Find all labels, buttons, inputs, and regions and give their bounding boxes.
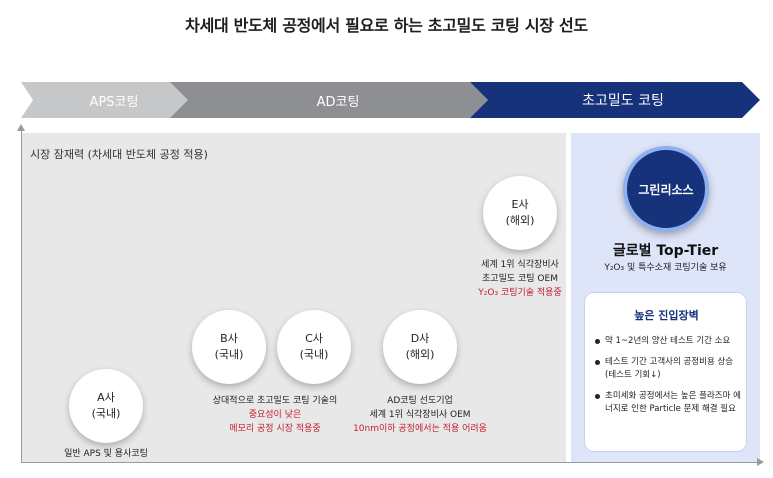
- company-a-caption: 일반 APS 및 용사코팅: [64, 449, 148, 459]
- market-potential-label: 시장 잠재력 (차세대 반도체 공정 적용): [30, 148, 208, 161]
- global-top-tier-subtext: Y₂O₃ 및 특수소재 코팅기술 보유: [604, 263, 727, 273]
- company-c-circle: C사 (국내): [277, 310, 351, 384]
- entry-barrier-title: 높은 진입장벽: [634, 309, 699, 322]
- company-c-name: C사: [305, 332, 323, 345]
- greenresource-circle: 그린리소스: [623, 146, 709, 232]
- company-d-caption: AD코팅 선도기업 세계 1위 식각장비사 OEM 10nm이하 공정에서는 적…: [340, 394, 500, 436]
- company-e-caption-line2: 초고밀도 코팅 OEM: [482, 274, 558, 284]
- company-d-name: D사: [410, 332, 430, 345]
- company-e-caption-line3: Y₂O₃ 코팅기술 적용중: [478, 288, 562, 298]
- company-b-name: B사: [220, 332, 238, 345]
- company-c-region: (국내): [299, 348, 329, 361]
- y-axis: [21, 128, 22, 462]
- company-d-caption-line1: AD코팅 선도기업: [387, 396, 453, 406]
- company-a-circle: A사 (국내): [69, 369, 143, 443]
- stage-ultra-label: 초고밀도 코팅: [582, 93, 664, 109]
- greenresource-name: 그린리소스: [638, 182, 694, 197]
- company-d-caption-line2: 세계 1위 식각장비사 OEM: [369, 410, 471, 420]
- company-e-caption-line1: 세계 1위 식각장비사: [481, 260, 559, 270]
- page-title: 차세대 반도체 공정에서 필요로 하는 초고밀도 코팅 시장 선도: [185, 16, 588, 35]
- company-b-region: (국내): [214, 348, 244, 361]
- stage-aps-label: APS코팅: [89, 94, 139, 110]
- x-axis: [21, 462, 761, 463]
- company-a-name: A사: [97, 391, 115, 404]
- global-top-tier-headline: 글로벌 Top-Tier: [612, 243, 719, 259]
- company-e-circle: E사 (해외): [483, 176, 557, 250]
- entry-barrier-item: 초미세화 공정에서는 높은 플라즈마 에너지로 인한 Particle 문제 해…: [595, 390, 743, 416]
- company-bc-caption-line3: 메모리 공정 시장 적용중: [229, 424, 321, 434]
- company-e-caption: 세계 1위 식각장비사 초고밀도 코팅 OEM Y₂O₃ 코팅기술 적용중: [450, 258, 590, 300]
- company-bc-caption-line2: 중요성이 낮은: [248, 410, 302, 420]
- y-axis-arrow: [17, 124, 25, 131]
- stage-ad-label: AD코팅: [316, 94, 360, 110]
- stage-ultra-dense-coating: 초고밀도 코팅: [470, 82, 760, 118]
- company-e-name: E사: [511, 198, 529, 211]
- entry-barrier-list: 약 1~2년의 양산 테스트 기간 소요 테스트 기간 고객사의 공정비용 상승…: [595, 335, 743, 424]
- company-e-region: (해외): [505, 214, 535, 227]
- x-axis-arrow: [757, 458, 764, 466]
- entry-barrier-box: 높은 진입장벽 약 1~2년의 양산 테스트 기간 소요 테스트 기간 고객사의…: [584, 292, 747, 452]
- company-d-caption-line3: 10nm이하 공정에서는 적용 어려움: [353, 424, 487, 434]
- company-a-region: (국내): [91, 407, 121, 420]
- stage-ad-coating: AD코팅: [170, 82, 488, 118]
- entry-barrier-item: 약 1~2년의 양산 테스트 기간 소요: [595, 335, 743, 348]
- company-b-circle: B사 (국내): [192, 310, 266, 384]
- entry-barrier-item: 테스트 기간 고객사의 공정비용 상승(테스트 기회↓): [595, 356, 743, 382]
- company-d-circle: D사 (해외): [383, 310, 457, 384]
- company-bc-caption: 상대적으로 초고밀도 코팅 기술의 중요성이 낮은 메모리 공정 시장 적용중: [190, 394, 360, 436]
- company-bc-caption-line1: 상대적으로 초고밀도 코팅 기술의: [212, 396, 338, 406]
- company-d-region: (해외): [405, 348, 435, 361]
